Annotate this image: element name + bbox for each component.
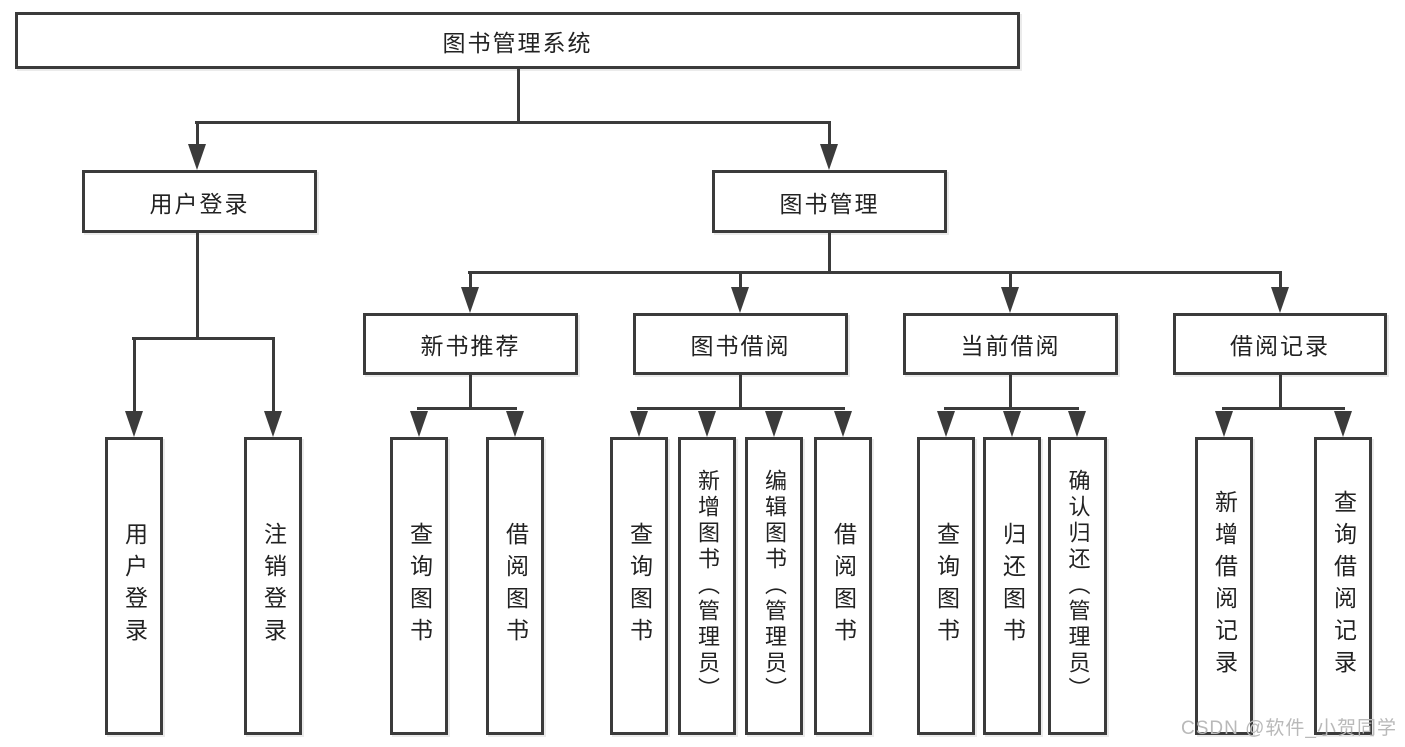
connector-line — [132, 337, 275, 340]
leaf-bb-borrow-books: 借阅图书 — [814, 437, 872, 735]
leaf-cb-return-books: 归还图书 — [983, 437, 1041, 735]
leaf-bb-borrow-books-label: 借阅图书 — [830, 522, 857, 650]
watermark: CSDN @软件_小贺同学 — [1181, 718, 1397, 739]
connector-line — [469, 375, 472, 410]
node-new-book-recommendation-label: 新书推荐 — [420, 333, 521, 359]
connector-line — [195, 121, 831, 124]
connector-line — [828, 233, 831, 273]
leaf-bb-query-books-label: 查询图书 — [626, 522, 653, 650]
node-library-system-label: 图书管理系统 — [442, 29, 593, 56]
leaf-logout: 注销登录 — [244, 437, 302, 735]
leaf-bb-query-books: 查询图书 — [610, 437, 668, 735]
arrow-down-icon — [461, 287, 479, 313]
leaf-cb-query-books-label: 查询图书 — [933, 522, 960, 650]
leaf-br-add-record: 新增借阅记录 — [1195, 437, 1253, 735]
connector-line — [196, 233, 199, 339]
node-user-login-label: 用户登录 — [149, 190, 250, 217]
connector-line — [1279, 271, 1282, 290]
connector-line — [1009, 271, 1012, 290]
arrow-down-icon — [506, 411, 524, 437]
node-user-login: 用户登录 — [82, 170, 317, 233]
connector-line — [1009, 375, 1012, 410]
connector-line — [469, 271, 472, 290]
arrow-down-icon — [834, 411, 852, 437]
node-book-management-label: 图书管理 — [779, 190, 880, 217]
connector-line — [739, 271, 742, 290]
arrow-down-icon — [1215, 411, 1233, 437]
node-book-management: 图书管理 — [712, 170, 947, 233]
connector-line — [1279, 375, 1282, 410]
arrow-down-icon — [731, 287, 749, 313]
leaf-cb-confirm-return-admin-label: 确认归还（管理员） — [1065, 469, 1091, 703]
leaf-logout-label: 注销登录 — [260, 522, 287, 650]
arrow-down-icon — [1003, 411, 1021, 437]
node-library-system: 图书管理系统 — [15, 12, 1020, 69]
leaf-nb-query-books: 查询图书 — [390, 437, 448, 735]
leaf-cb-confirm-return-admin: 确认归还（管理员） — [1048, 437, 1107, 735]
leaf-br-query-record: 查询借阅记录 — [1314, 437, 1372, 735]
node-borrowing-records-label: 借阅记录 — [1230, 333, 1330, 359]
arrow-down-icon — [1068, 411, 1086, 437]
node-current-borrowing-label: 当前借阅 — [960, 333, 1061, 359]
leaf-user-login: 用户登录 — [105, 437, 163, 735]
node-current-borrowing: 当前借阅 — [903, 313, 1118, 375]
leaf-br-query-record-label: 查询借阅记录 — [1330, 490, 1357, 682]
connector-line — [1222, 407, 1345, 410]
arrow-down-icon — [698, 411, 716, 437]
leaf-bb-add-book-admin-label: 新增图书（管理员） — [695, 469, 720, 703]
connector-line — [828, 121, 831, 148]
arrow-down-icon — [765, 411, 783, 437]
leaf-cb-query-books: 查询图书 — [917, 437, 975, 735]
arrow-down-icon — [1334, 411, 1352, 437]
arrow-down-icon — [1001, 287, 1019, 313]
node-new-book-recommendation: 新书推荐 — [363, 313, 578, 375]
arrow-down-icon — [410, 411, 428, 437]
arrow-down-icon — [264, 411, 282, 437]
connector-line — [468, 271, 1282, 274]
connector-line — [196, 121, 199, 148]
node-book-borrowing-label: 图书借阅 — [690, 333, 791, 359]
arrow-down-icon — [1271, 287, 1289, 313]
leaf-bb-edit-book-admin: 编辑图书（管理员） — [745, 437, 803, 735]
arrow-down-icon — [125, 411, 143, 437]
connector-line — [944, 407, 1079, 410]
leaf-cb-return-books-label: 归还图书 — [999, 522, 1026, 650]
leaf-bb-edit-book-admin-label: 编辑图书（管理员） — [762, 469, 787, 703]
arrow-down-icon — [937, 411, 955, 437]
leaf-nb-query-books-label: 查询图书 — [406, 522, 433, 650]
leaf-nb-borrow-books: 借阅图书 — [486, 437, 544, 735]
arrow-down-icon — [188, 144, 206, 170]
connector-line — [637, 407, 845, 410]
connector-line — [739, 375, 742, 410]
leaf-bb-add-book-admin: 新增图书（管理员） — [678, 437, 736, 735]
node-book-borrowing: 图书借阅 — [633, 313, 848, 375]
arrow-down-icon — [820, 144, 838, 170]
leaf-user-login-label: 用户登录 — [121, 522, 148, 650]
leaf-br-add-record-label: 新增借阅记录 — [1211, 490, 1238, 682]
connector-line — [417, 407, 517, 410]
leaf-nb-borrow-books-label: 借阅图书 — [502, 522, 529, 650]
connector-line — [133, 337, 136, 413]
node-borrowing-records: 借阅记录 — [1173, 313, 1387, 375]
connector-line — [517, 69, 520, 123]
arrow-down-icon — [630, 411, 648, 437]
connector-line — [272, 337, 275, 413]
